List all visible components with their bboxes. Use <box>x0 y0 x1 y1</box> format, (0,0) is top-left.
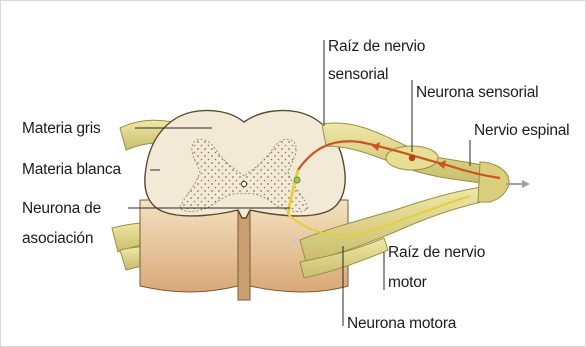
label-raiz-motor-line1: Raíz de nervio <box>388 244 485 261</box>
white-matter <box>145 110 345 218</box>
label-raiz-sensorial-line2: sensorial <box>328 66 388 83</box>
label-nervio-espinal: Nervio espinal <box>474 122 569 139</box>
label-neurona-asociacion-line1: Neurona de <box>22 200 101 217</box>
label-materia-blanca: Materia blanca <box>22 161 121 178</box>
label-materia-gris: Materia gris <box>22 120 101 137</box>
central-canal <box>241 181 246 186</box>
spinal-nerve <box>478 162 530 202</box>
label-raiz-sensorial-line1: Raíz de nervio <box>328 38 425 55</box>
label-raiz-motor-line2: motor <box>388 274 427 291</box>
label-neurona-sensorial: Neurona sensorial <box>416 84 538 101</box>
label-neurona-motora: Neurona motora <box>347 315 456 332</box>
label-neurona-asociacion-line2: asociación <box>22 230 93 247</box>
